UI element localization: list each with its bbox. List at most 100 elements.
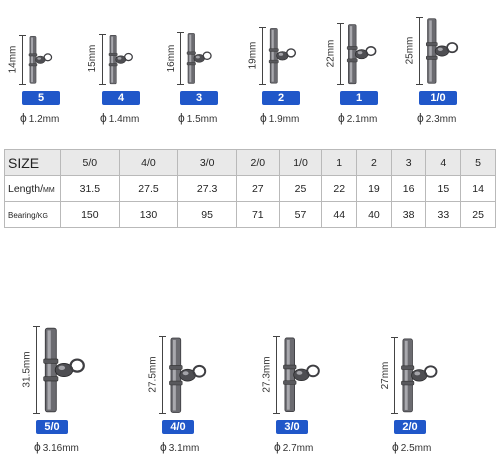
- diameter-value: 3.1mm: [168, 442, 200, 454]
- swivel-image: [268, 28, 297, 84]
- length-label: 31.5mm: [21, 351, 33, 388]
- swivel-graphic: [28, 35, 53, 90]
- swivel-graphic: [268, 27, 297, 90]
- dimension-line: [337, 22, 344, 86]
- swivel-image: [283, 337, 320, 413]
- length-unit: MM: [43, 186, 55, 194]
- size-badge: 3/0: [276, 419, 308, 434]
- bearing-cell: 40: [356, 201, 392, 228]
- diameter-icon: ϕ: [178, 110, 185, 125]
- size-badge: 4/0: [162, 419, 194, 434]
- bearing-cell: 57: [278, 201, 323, 228]
- length-cell: 31.5: [60, 175, 120, 202]
- swivel-graphic: [400, 337, 438, 419]
- diameter-icon: ϕ: [417, 111, 424, 125]
- dimension-line: [159, 335, 166, 415]
- swivel-graphic: [108, 34, 134, 90]
- swivel-image: [28, 36, 53, 84]
- bearing-cell: 44: [321, 201, 358, 228]
- bearing-cell: 130: [118, 201, 179, 228]
- dimension-line: [177, 32, 184, 85]
- size-badge: 5: [22, 90, 60, 105]
- bearing-cell: 33: [425, 201, 462, 228]
- length-cell: 16: [390, 175, 427, 202]
- length-label: 25mm: [404, 36, 416, 65]
- bearing-unit: KG: [37, 212, 48, 220]
- length-label: Length/: [8, 182, 44, 195]
- diameter-value: 2.5mm: [400, 442, 432, 454]
- dimension-line: [19, 35, 26, 85]
- length-label: 27.3mm: [261, 356, 273, 393]
- swivel-image: [186, 33, 212, 84]
- diameter-value: 1.9mm: [268, 113, 300, 125]
- swivel-graphic: [346, 23, 377, 90]
- diameter-icon: ϕ: [274, 439, 281, 454]
- swivel-graphic: [425, 17, 459, 90]
- diameter-value: 1.2mm: [28, 113, 60, 125]
- size-badge: 4: [102, 90, 140, 105]
- diameter-value: 2.3mm: [425, 114, 457, 125]
- length-label: 27mm: [379, 361, 391, 389]
- swivel-graphic: [168, 336, 207, 419]
- size-cell: 2/0: [235, 149, 280, 176]
- dimension-line: [33, 326, 40, 414]
- length-header: Length/MM: [4, 175, 61, 202]
- length-label: 16mm: [165, 44, 177, 72]
- dimension-line: [391, 337, 398, 414]
- diameter-icon: ϕ: [20, 110, 27, 125]
- length-label: 14mm: [7, 45, 19, 74]
- size-badge: 2/0: [394, 419, 426, 434]
- size-cell: 1/0: [278, 149, 323, 176]
- diameter-icon: ϕ: [260, 110, 267, 125]
- bearing-cell: 25: [460, 201, 496, 228]
- swivel-graphic: [186, 32, 212, 90]
- swivel-image: [169, 337, 207, 413]
- diameter-value: 3.16mm: [42, 443, 79, 454]
- length-label: 22mm: [325, 39, 337, 68]
- length-cell: 19: [356, 175, 392, 202]
- diameter-icon: ϕ: [338, 110, 345, 125]
- size-badge: 1/0: [419, 91, 457, 105]
- dimension-line: [416, 17, 423, 85]
- length-label: 19mm: [247, 41, 259, 70]
- size-badge: 3: [180, 90, 218, 105]
- diameter-icon: ϕ: [100, 110, 107, 125]
- size-cell: 4: [425, 149, 462, 176]
- size-cell: 3/0: [177, 149, 237, 176]
- length-cell: 14: [460, 175, 496, 202]
- bearing-cell: 71: [235, 201, 280, 228]
- length-cell: 27: [235, 175, 280, 202]
- diameter-value: 1.5mm: [186, 113, 218, 125]
- diameter-icon: ϕ: [34, 440, 41, 454]
- bearing-cell: 150: [60, 201, 120, 228]
- diameter-icon: ϕ: [160, 439, 167, 454]
- size-cell: 5/0: [60, 149, 120, 176]
- diameter-icon: ϕ: [392, 439, 399, 454]
- swivel-image: [426, 18, 459, 84]
- diameter-value: 2.1mm: [346, 113, 378, 125]
- diameter-value: 2.7mm: [282, 442, 314, 454]
- swivel-image: [401, 338, 438, 413]
- bearing-cell: 38: [390, 201, 427, 228]
- bearing-label: Bearing/: [8, 210, 38, 220]
- length-cell: 15: [425, 175, 462, 202]
- dimension-line: [259, 27, 266, 85]
- size-badge: 1: [340, 90, 378, 105]
- size-cell: 2: [356, 149, 392, 176]
- size-cell: 3: [390, 149, 427, 176]
- length-cell: 27.5: [118, 175, 179, 202]
- size-header: SIZE: [4, 149, 61, 176]
- size-cell: 5: [460, 149, 496, 176]
- swivel-image: [108, 34, 133, 84]
